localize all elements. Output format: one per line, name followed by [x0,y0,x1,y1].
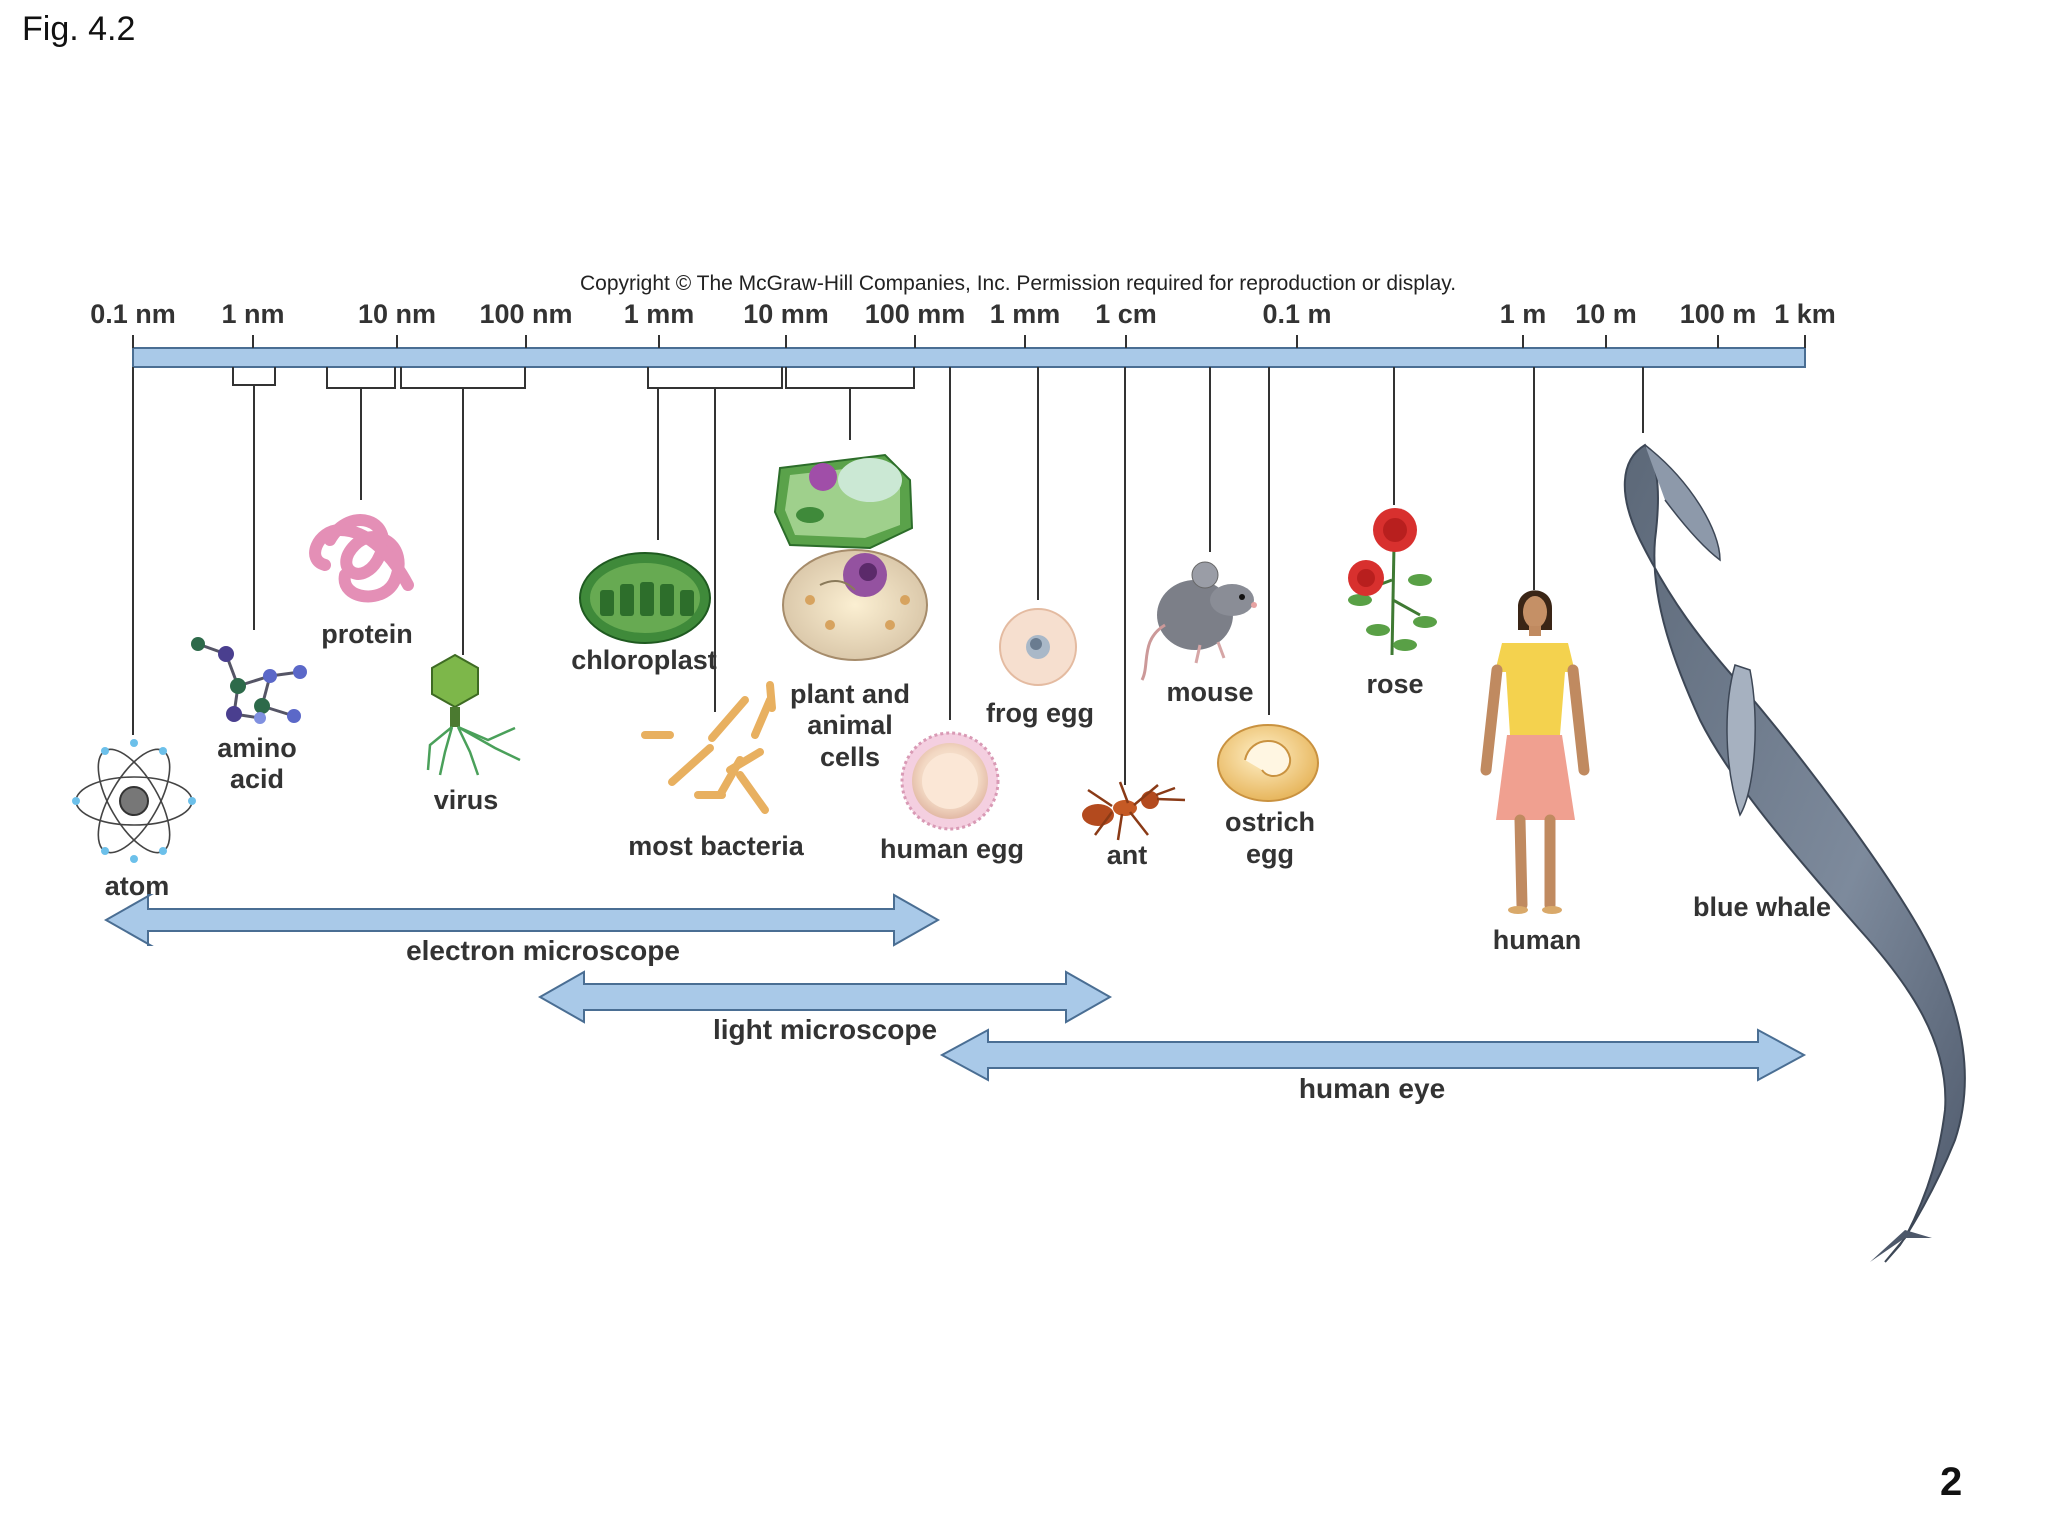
organism-labels: atom amino acid protein virus chloroplas… [105,619,1831,955]
tick-label: 100 m [1680,299,1757,329]
range-arrow-light-microscope [537,970,1113,1024]
label-chloroplast: chloroplast [571,645,717,675]
tick-label: 0.1 m [1262,299,1331,329]
range-arrow-human-eye [939,1028,1807,1082]
human-egg-illustration [900,731,1000,831]
chloroplast-illustration [579,552,711,644]
label-cells: plant and [790,679,910,709]
label-human-egg: human egg [880,834,1024,864]
label-ostrich-egg: ostrich [1225,807,1315,837]
bacteria-illustration [641,681,776,814]
tick-label: 0.1 nm [90,299,176,329]
blue-whale-illustration [1623,443,1966,1263]
label-human-eye: human eye [1299,1073,1445,1104]
tick-label: 1 m [1500,299,1547,329]
label-protein: protein [321,619,413,649]
figure-label: Fig. 4.2 [22,10,136,48]
atom-illustration [72,739,196,863]
label-amino-acid: acid [230,764,284,794]
virus-illustration [426,653,521,776]
scale-bar [132,347,1806,368]
tick-label: 10 nm [358,299,436,329]
copyright-notice: Copyright © The McGraw-Hill Companies, I… [580,272,1457,295]
mouse-illustration [1140,561,1257,681]
frog-egg-illustration [999,608,1077,686]
rose-illustration [1348,508,1437,656]
label-rose: rose [1366,669,1423,699]
label-atom: atom [105,871,170,901]
tick-label: 10 mm [743,299,829,329]
label-ant: ant [1107,840,1148,870]
page-number: 2 [1940,1460,1963,1504]
tick-label: 1 mm [624,299,695,329]
tick-label: 1 km [1774,299,1836,329]
ostrich-egg-illustration [1217,724,1319,802]
plant-cell-illustration [773,453,914,550]
label-mouse: mouse [1166,677,1253,707]
tick-label: 1 nm [221,299,284,329]
label-cells: animal [807,710,893,740]
label-most-bacteria: most bacteria [628,831,805,861]
range-arrow-electron-microscope [103,893,941,947]
tick-label: 10 m [1575,299,1637,329]
label-ostrich-egg: egg [1246,839,1294,869]
tick-label: 1 mm [990,299,1061,329]
label-blue-whale: blue whale [1693,892,1831,922]
label-cells: cells [820,742,880,772]
ant-illustration [1082,781,1186,841]
label-amino-acid: amino [217,733,297,763]
leader-lines [132,367,1644,785]
tick-label: 1 cm [1095,299,1157,329]
human-illustration [1480,590,1590,914]
protein-illustration [309,514,414,603]
label-virus: virus [434,785,499,815]
tick-label: 100 nm [479,299,572,329]
label-frog-egg: frog egg [986,698,1094,728]
amino-acid-illustration [191,637,307,724]
tick-label: 100 mm [865,299,966,329]
animal-cell-illustration [782,549,928,661]
label-human: human [1493,925,1582,955]
scale-tick-marks [132,335,1806,348]
label-light-microscope: light microscope [713,1014,937,1045]
scale-tick-labels: 0.1 nm 1 nm 10 nm 100 nm 1 mm 10 mm 100 … [90,299,1836,329]
label-electron-microscope: electron microscope [406,935,680,966]
